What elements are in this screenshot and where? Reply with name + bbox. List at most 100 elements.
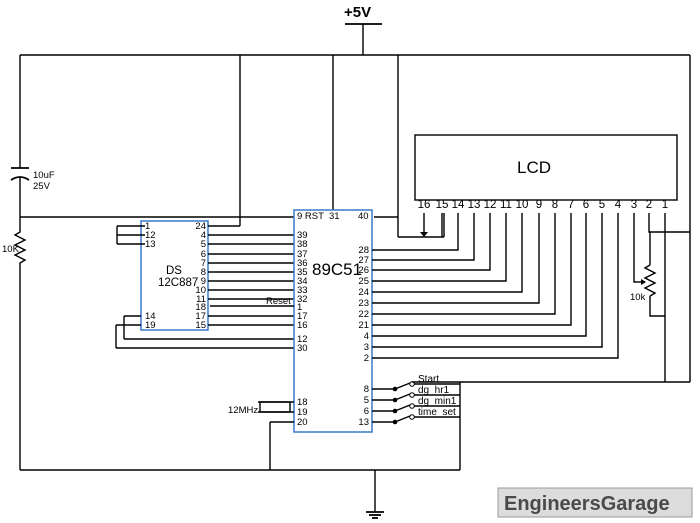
lcd-pin-6: 6 xyxy=(583,199,589,211)
rtc-chip xyxy=(140,220,209,331)
crystal-label: 12MHz xyxy=(228,405,258,416)
potentiometer xyxy=(643,264,657,297)
rtc-right-pin-0: 24 xyxy=(195,221,206,232)
lcd-module xyxy=(414,134,678,201)
mcu-left-pin-12: 30 xyxy=(297,343,308,354)
rtc-right-pin-11: 15 xyxy=(195,320,206,331)
switch-blade-2[interactable] xyxy=(394,404,411,412)
data-bus xyxy=(208,234,294,326)
lcd-pin-2: 2 xyxy=(646,199,652,211)
mcu-right-pin-7: 21 xyxy=(358,320,369,331)
capacitor-voltage: 25V xyxy=(33,181,51,192)
mcu-right-pin-14: 13 xyxy=(358,417,369,428)
rtc-right-pin-1: 4 xyxy=(201,230,206,241)
switch-blade-1[interactable] xyxy=(394,393,411,401)
mcu-chip xyxy=(293,209,373,433)
pot-arrow xyxy=(641,279,646,285)
rtc-right-pin-8: 11 xyxy=(196,294,206,305)
pot-bottom-wire xyxy=(649,296,665,317)
mcu-right-pin-4: 24 xyxy=(358,287,369,298)
lcd-data-wire-6 xyxy=(372,213,556,315)
lcd-pin-9: 9 xyxy=(536,199,542,211)
lcd-pin-14: 14 xyxy=(452,199,465,211)
rtc-right-pin-6: 9 xyxy=(201,276,206,287)
mcu-left-pin-6: 33 xyxy=(297,285,308,296)
switch-label-0: Start xyxy=(418,374,439,385)
lcd-pin-15: 15 xyxy=(436,199,449,211)
logo: EngineersGarage xyxy=(504,493,670,515)
crystal xyxy=(259,401,291,413)
rtc-left-pin-0: 1 xyxy=(145,221,150,232)
mcu-left-pin-4: 35 xyxy=(297,267,308,278)
mcu-pin40: 40 xyxy=(358,211,369,222)
mcu-right-pin-13: 6 xyxy=(364,406,369,417)
lcd-data-wire-4 xyxy=(372,213,523,293)
rtc-right-pin-2: 5 xyxy=(201,239,206,250)
lcd-data-wire-7 xyxy=(372,213,572,326)
mcu-right-pin-9: 3 xyxy=(364,342,369,353)
rtc-left-pin-2: 13 xyxy=(145,239,156,250)
switch-contact2-1 xyxy=(409,392,415,398)
mcu-left-pin-7: 32 xyxy=(297,294,308,305)
rtc-right-pin-9: 18 xyxy=(195,302,206,313)
lcd-pin-13: 13 xyxy=(468,199,481,211)
lcd-data-wire-1 xyxy=(372,213,475,261)
rtc-right-pin-3: 6 xyxy=(201,249,206,260)
lcd-wires xyxy=(372,213,690,382)
mcu-right-pin-12: 5 xyxy=(364,395,369,406)
lcd-pin-16: 16 xyxy=(418,199,431,211)
lcd-data-wire-8 xyxy=(372,213,587,337)
mcu-left-pin-9: 17 xyxy=(297,311,308,322)
lcd-pin-4: 4 xyxy=(615,199,622,211)
switch-blade-3[interactable] xyxy=(394,415,411,423)
lcd-pin-7: 7 xyxy=(568,199,574,211)
rtc-left-pin-3: 14 xyxy=(145,311,156,322)
mcu-name: 89C51 xyxy=(312,260,362,279)
mcu-left-pin-0: 39 xyxy=(297,230,308,241)
lcd-pin-12: 12 xyxy=(484,199,497,211)
lcd-data-wire-3 xyxy=(372,213,507,282)
logo-box xyxy=(497,487,693,518)
mcu-right-pin-3: 25 xyxy=(358,276,369,287)
lcd-label: LCD xyxy=(517,158,551,177)
switch-blade-0[interactable] xyxy=(394,382,411,390)
lcd-contrast-wire xyxy=(633,213,636,283)
mcu-left-pin-15: 20 xyxy=(297,417,308,428)
mcu-right-pin-0: 28 xyxy=(358,245,369,256)
mcu-right-pin-1: 27 xyxy=(358,255,369,266)
mcu-left-pin-8: 1 xyxy=(297,302,302,313)
mcu-left-pin-13: 18 xyxy=(297,397,308,408)
pot-label: 10k xyxy=(630,292,646,303)
lcd-data-wire-5 xyxy=(372,213,540,304)
resistor-label: 10K xyxy=(2,244,20,255)
mcu-right-pin-6: 22 xyxy=(358,309,369,320)
rtc-left-pin-4: 19 xyxy=(145,320,156,331)
rtc-right-pin-7: 10 xyxy=(195,285,206,296)
lcd-pin-11: 11 xyxy=(500,199,512,211)
mcu-left-pin-5: 34 xyxy=(297,276,308,287)
switch-label-3: time_set xyxy=(418,407,456,418)
rtc-right-pin-4: 7 xyxy=(201,258,206,269)
switch-contact2-2 xyxy=(409,403,415,409)
lcd-pin-10: 10 xyxy=(516,199,529,211)
rtc-right-pin-5: 8 xyxy=(201,267,206,278)
mcu-left-pin-11: 12 xyxy=(297,334,308,345)
switch-contact2-3 xyxy=(409,414,415,420)
lcd-data-wire-0 xyxy=(372,213,459,251)
mcu-right-pin-10: 2 xyxy=(364,353,369,364)
mcu-right-pin-2: 26 xyxy=(358,265,369,276)
switch-label-2: dg_min1 xyxy=(418,396,457,407)
lcd-pin-1: 1 xyxy=(662,199,668,211)
lcd-data-wire-9 xyxy=(372,213,603,348)
mcu-left-pin-2: 37 xyxy=(297,249,308,260)
pot-top-wire xyxy=(648,213,651,265)
rtc-name-1: DS xyxy=(166,265,182,277)
rtc-left-pin-1: 12 xyxy=(145,230,156,241)
